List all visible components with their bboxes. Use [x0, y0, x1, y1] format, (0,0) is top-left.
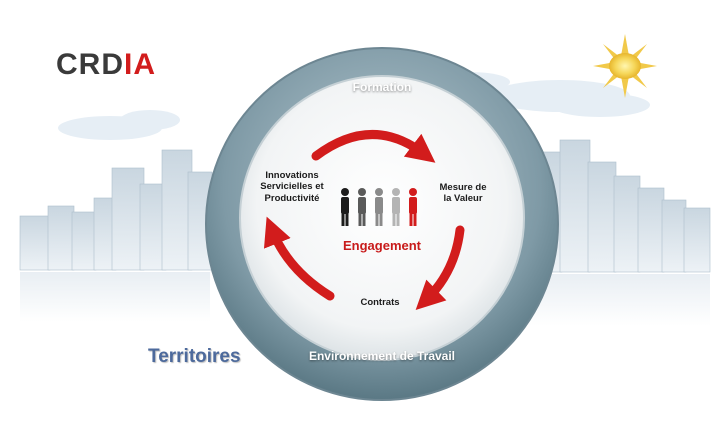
sun-icon	[593, 34, 657, 98]
logo-part-3: A	[133, 48, 157, 81]
arrow-top	[311, 130, 436, 163]
logo-part-1: CRD	[56, 48, 124, 81]
crdia-logo: CRDIA	[56, 50, 156, 80]
clouds	[58, 72, 650, 140]
arrow-bottom	[263, 216, 335, 301]
label-mesure-line2: la Valeur	[443, 193, 483, 205]
label-innovations-line2: Servicielles et	[260, 181, 324, 193]
logo-part-2: I	[124, 48, 134, 81]
city-skyline-left	[19, 149, 213, 271]
label-innovations: Innovations Servicielles et Productivité	[246, 170, 338, 204]
label-engagement: Engagement	[342, 238, 421, 253]
ring-label-top: Formation	[352, 80, 412, 94]
label-mesure-valeur: Mesure de la Valeur	[428, 182, 498, 205]
arrow-right	[415, 225, 465, 311]
label-contrats: Contrats	[360, 297, 400, 308]
label-territoires: Territoires	[148, 346, 241, 367]
label-mesure-line1: Mesure de	[439, 182, 487, 193]
city-reflection-right	[528, 274, 710, 326]
label-innovations-line1: Innovations	[265, 170, 319, 181]
city-reflection-left	[20, 272, 210, 322]
cycle-arrows	[263, 130, 465, 311]
label-innovations-line3: Productivité	[264, 192, 320, 204]
ring-label-bottom: Environnement de Travail	[308, 349, 456, 363]
people-group-icon	[341, 188, 417, 226]
